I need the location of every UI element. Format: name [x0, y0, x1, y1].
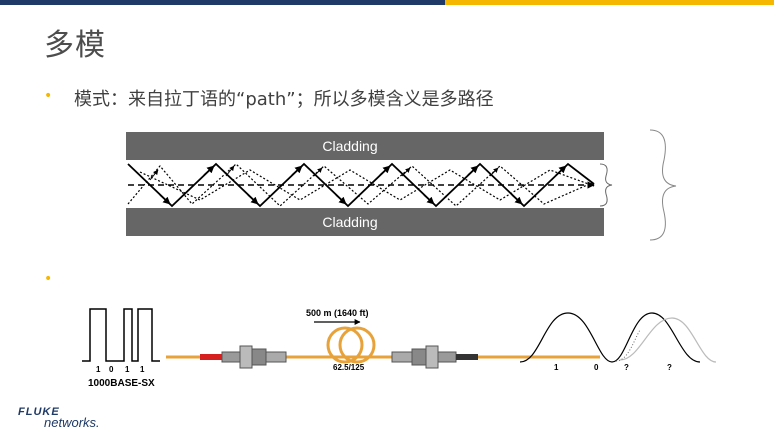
bit-label-1: 1 — [96, 365, 101, 374]
recv-bit-3: ? — [624, 363, 629, 372]
red-boot — [200, 354, 222, 360]
logo-line-2: networks. — [44, 415, 100, 430]
cladding-top — [126, 132, 604, 160]
bit-label-4: 1 — [140, 365, 145, 374]
distance-label: 500 m (1640 ft) — [306, 308, 369, 318]
fluke-networks-logo: FLUKE networks. — [18, 406, 100, 430]
received-waveform — [519, 312, 701, 363]
dotted-ray-2 — [139, 169, 595, 201]
large-brace — [649, 129, 677, 241]
dotted-ray-1 — [127, 163, 595, 207]
bullet-text-1: 模式：来自拉丁语的“path”；所以多模含义是多路径 — [74, 89, 494, 110]
cladding-bottom — [126, 208, 604, 236]
cladding-bottom-label: Cladding — [322, 214, 377, 230]
connector-left — [221, 345, 287, 369]
black-boot — [456, 354, 478, 360]
connector-right — [391, 345, 457, 369]
slide-title: 多模 — [44, 28, 106, 63]
logo-line-1: FLUKE — [18, 406, 60, 418]
fiber-spool — [326, 326, 376, 364]
bullet-marker-1: • — [44, 88, 53, 104]
recv-bit-4: ? — [667, 363, 672, 372]
fiber-type-label: 62.5/125 — [333, 363, 365, 372]
cladding-top-label: Cladding — [322, 138, 377, 154]
dispersed-waveform — [619, 317, 717, 363]
bit-label-3: 1 — [125, 365, 130, 374]
small-brace — [599, 163, 613, 207]
recv-bit-2: 0 — [594, 363, 599, 372]
bit-label-2: 0 — [109, 365, 114, 374]
top-bar-blue — [0, 0, 445, 5]
bullet-marker-2: • — [44, 271, 53, 287]
ray-arrowheads — [149, 165, 567, 205]
recv-bit-1: 1 — [554, 363, 559, 372]
standard-label: 1000BASE-SX — [88, 378, 155, 389]
top-bar-yellow — [445, 0, 774, 5]
top-accent-bar — [0, 0, 774, 5]
square-wave-pulses — [82, 308, 160, 362]
